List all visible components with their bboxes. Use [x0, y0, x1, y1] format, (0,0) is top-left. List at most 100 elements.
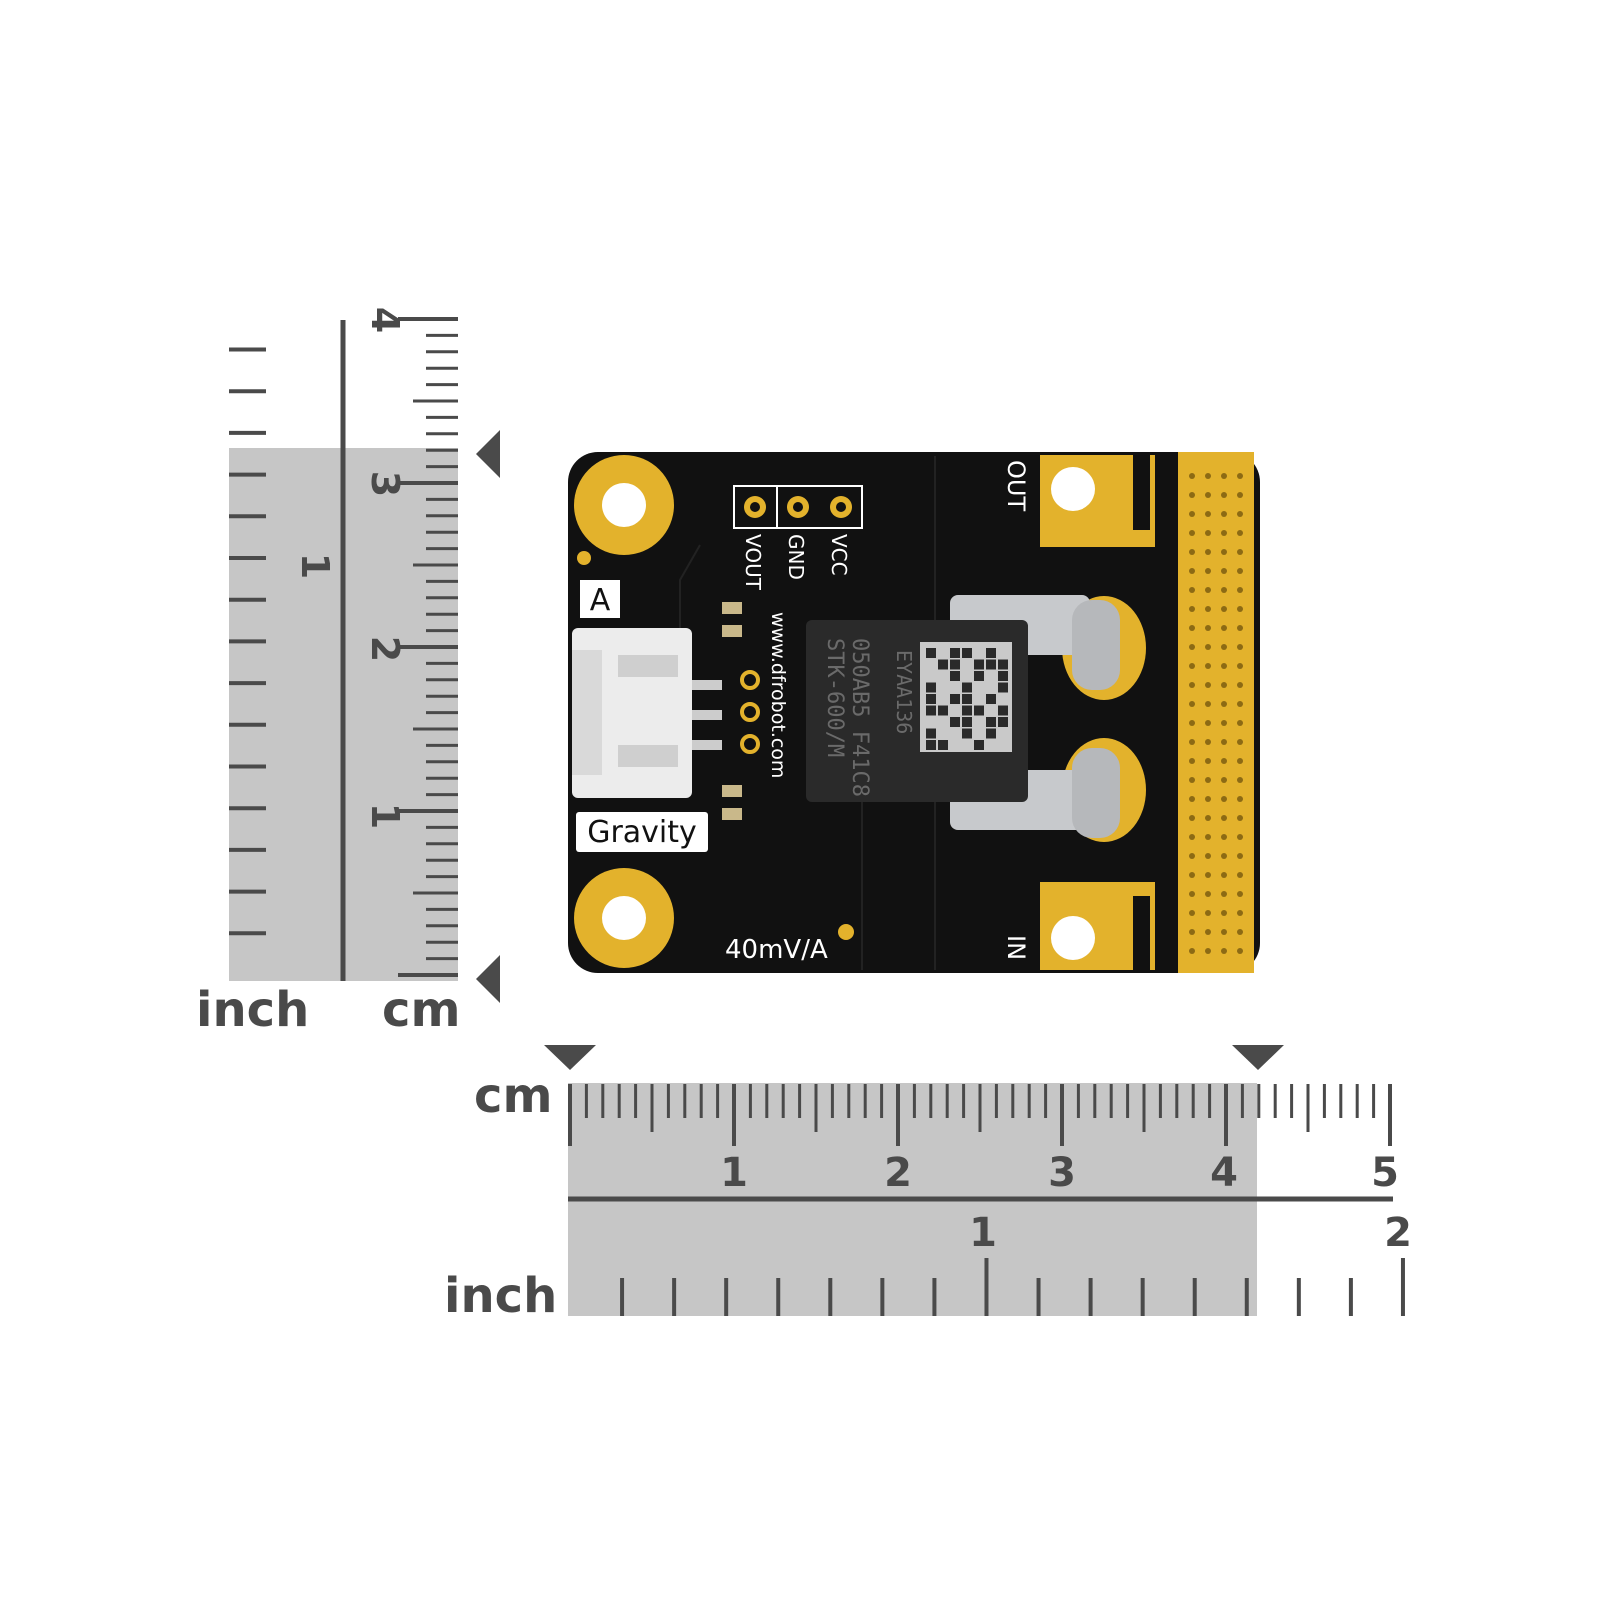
- busbar-via: [1237, 910, 1243, 916]
- busbar-via: [1221, 910, 1227, 916]
- datamatrix-cell: [926, 682, 936, 693]
- busbar-via: [1205, 929, 1211, 935]
- busbar-via: [1237, 644, 1243, 650]
- vertical-bottom-marker-icon: [476, 955, 500, 1003]
- busbar-via: [1205, 910, 1211, 916]
- datamatrix-cell: [950, 648, 960, 658]
- horizontal-cm-number-4: 4: [1210, 1150, 1238, 1196]
- datamatrix-cell: [950, 694, 960, 704]
- busbar-via: [1205, 644, 1211, 650]
- horizontal-inch-ticks: [620, 1258, 1405, 1316]
- busbar-via: [1189, 511, 1195, 517]
- busbar-via: [1237, 568, 1243, 574]
- busbar-via: [1189, 663, 1195, 669]
- busbar-via: [1189, 625, 1195, 631]
- gravity-connector: [572, 628, 722, 798]
- busbar-via: [1205, 568, 1211, 574]
- busbar-via: [1221, 834, 1227, 840]
- pin-label-vout: VOUT: [741, 534, 765, 591]
- datamatrix-cell: [998, 671, 1008, 681]
- busbar-via: [1221, 511, 1227, 517]
- busbar-via: [1237, 891, 1243, 897]
- busbar-via: [1205, 682, 1211, 688]
- busbar-via: [1221, 473, 1227, 479]
- datamatrix-cell: [962, 648, 972, 658]
- busbar-via: [1221, 891, 1227, 897]
- busbar-via: [1237, 625, 1243, 631]
- datamatrix-cell: [938, 705, 948, 716]
- datamatrix-cell: [986, 648, 996, 658]
- busbar-via: [1189, 606, 1195, 612]
- busbar-via: [1221, 587, 1227, 593]
- current-sensor-board: STK-600/M 050AB5 F41C8 EYAA136: [568, 452, 1260, 973]
- datamatrix-cell: [986, 694, 996, 704]
- busbar-via: [1189, 834, 1195, 840]
- horizontal-cm-label: cm: [474, 1068, 552, 1124]
- datamatrix-cell: [962, 705, 972, 716]
- chip-marking-line3: EYAA136: [892, 650, 916, 734]
- busbar-via: [1221, 606, 1227, 612]
- datamatrix-cell: [998, 717, 1008, 727]
- horizontal-right-marker-icon: [1232, 1045, 1284, 1070]
- busbar-via: [1237, 492, 1243, 498]
- busbar-via: [1205, 853, 1211, 859]
- busbar-via: [1221, 815, 1227, 821]
- out-terminal: [1040, 455, 1155, 547]
- vertical-cm-label: cm: [382, 982, 460, 1038]
- busbar-via: [1237, 720, 1243, 726]
- label-a-box: [580, 580, 620, 618]
- busbar-via: [1237, 739, 1243, 745]
- busbar-via: [1221, 948, 1227, 954]
- datamatrix-cell: [962, 694, 972, 704]
- vertical-ruler: 4 3 2 1 1 inch cm: [196, 307, 500, 1038]
- busbar-via: [1205, 701, 1211, 707]
- datamatrix-cell: [950, 659, 960, 670]
- chip-marking-line2: 050AB5 F41C8: [847, 638, 872, 797]
- busbar-via-grid: [1189, 473, 1243, 954]
- datamatrix-cell: [950, 717, 960, 727]
- busbar-via: [1189, 929, 1195, 935]
- busbar-via: [1189, 682, 1195, 688]
- busbar-via: [1221, 663, 1227, 669]
- busbar-via: [1205, 473, 1211, 479]
- busbar-via: [1221, 625, 1227, 631]
- busbar-via: [1205, 815, 1211, 821]
- busbar-via: [1221, 492, 1227, 498]
- vertical-inch-ticks: [229, 347, 266, 936]
- busbar-via: [1221, 796, 1227, 802]
- busbar-via: [1205, 511, 1211, 517]
- busbar-via: [1189, 777, 1195, 783]
- busbar-via: [1189, 587, 1195, 593]
- datamatrix-cell: [926, 728, 936, 739]
- busbar-via: [1221, 644, 1227, 650]
- horizontal-ruler: 1 2 3 4 5 1 2 cm inch: [444, 1045, 1412, 1324]
- busbar-via: [1205, 739, 1211, 745]
- busbar-via: [1237, 929, 1243, 935]
- website-label: www.dfrobot.com: [767, 612, 789, 778]
- datamatrix-cell: [950, 671, 960, 681]
- horizontal-inch-number-1: 1: [969, 1210, 997, 1256]
- busbar-via: [1205, 796, 1211, 802]
- busbar-via: [1237, 473, 1243, 479]
- busbar-via: [1205, 625, 1211, 631]
- horizontal-left-marker-icon: [544, 1045, 596, 1070]
- busbar-via: [1189, 910, 1195, 916]
- busbar-via: [1221, 758, 1227, 764]
- busbar-via: [1237, 796, 1243, 802]
- datamatrix-cell: [926, 694, 936, 704]
- horizontal-cm-number-5: 5: [1371, 1150, 1399, 1196]
- horizontal-inch-number-2: 2: [1384, 1210, 1412, 1256]
- datamatrix-cell: [938, 740, 948, 750]
- busbar-via: [1189, 758, 1195, 764]
- busbar-via: [1205, 720, 1211, 726]
- datamatrix-cell: [938, 659, 948, 670]
- busbar-via: [1205, 492, 1211, 498]
- datamatrix-cell: [962, 728, 972, 739]
- busbar-via: [1237, 663, 1243, 669]
- datamatrix-cell: [974, 740, 984, 750]
- busbar-via: [1205, 606, 1211, 612]
- busbar-via: [1189, 549, 1195, 555]
- vertical-inch-label: inch: [196, 982, 309, 1038]
- datamatrix-cell: [962, 682, 972, 693]
- busbar-via: [1205, 587, 1211, 593]
